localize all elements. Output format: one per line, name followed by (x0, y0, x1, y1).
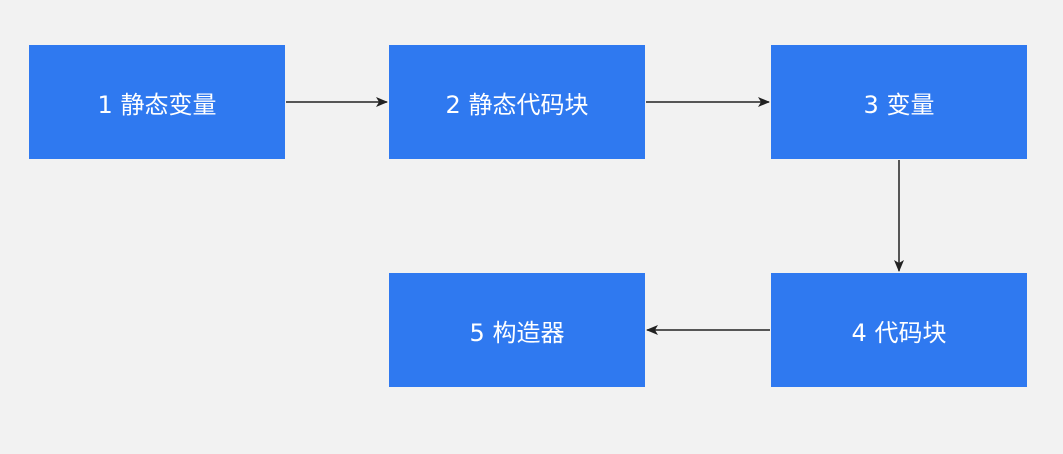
step-node-3: 3 变量 (771, 45, 1027, 159)
step-label-5: 5 构造器 (469, 318, 565, 347)
step-label-1: 1 静态变量 (97, 90, 217, 119)
step-node-2: 2 静态代码块 (389, 45, 645, 159)
step-label-3: 3 变量 (863, 90, 935, 119)
step-node-5: 5 构造器 (389, 273, 645, 387)
step-label-2: 2 静态代码块 (445, 90, 589, 119)
step-node-4: 4 代码块 (771, 273, 1027, 387)
step-node-1: 1 静态变量 (29, 45, 285, 159)
step-label-4: 4 代码块 (851, 318, 947, 347)
